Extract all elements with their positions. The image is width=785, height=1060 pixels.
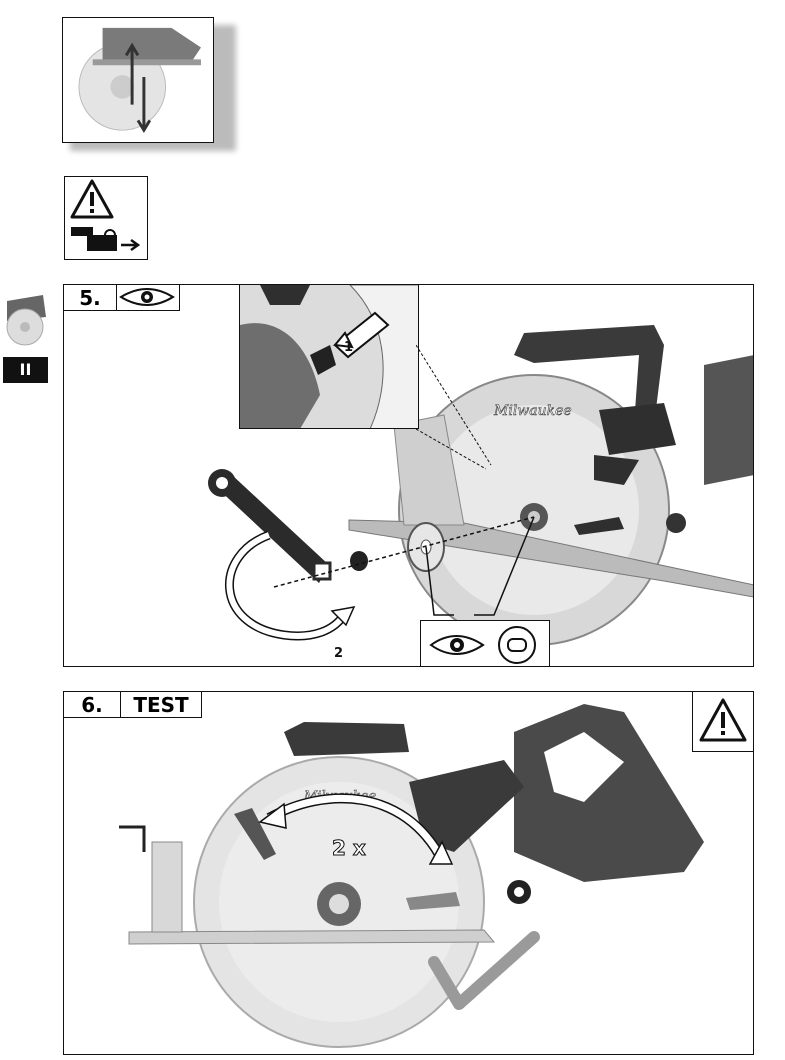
saw-thumbnail-icon [3, 287, 48, 357]
callout-1: 1 [344, 340, 353, 355]
inspect-icons-box [420, 620, 550, 666]
side-tab-label: II [3, 357, 48, 383]
eye-icon [429, 635, 485, 655]
step-5-panel: Milwaukee 2 5. [63, 284, 754, 667]
step-5-number: 5. [64, 285, 117, 311]
checkmark-icon [428, 931, 540, 1010]
step-6-panel: Milwaukee 2 x 6. TEST [63, 691, 754, 1055]
battery-icon [71, 227, 93, 236]
blade-adjust-illustration [62, 17, 238, 153]
warning-icon [699, 698, 747, 742]
warning-remove-battery-box [64, 176, 148, 260]
step-6-number: 6. [64, 692, 121, 718]
step-5-illustration: Milwaukee 2 [208, 325, 753, 661]
callout-2: 2 [334, 646, 343, 661]
step-5-tag: 5. [64, 285, 180, 311]
inset-detail: 1 [239, 285, 419, 429]
eye-icon [119, 288, 175, 306]
step-6-illustration: Milwaukee [119, 704, 704, 1048]
flange-shape-icon [498, 626, 536, 664]
warning-box [692, 692, 753, 752]
brand-logo: Milwaukee [493, 403, 572, 419]
side-tab: II [3, 287, 48, 383]
warning-icon [70, 179, 141, 252]
arrow-right-icon [121, 238, 141, 252]
step-6-tag: 6. TEST [64, 692, 202, 718]
repeat-count: 2 x [332, 836, 367, 861]
step-6-title: TEST [133, 693, 189, 717]
